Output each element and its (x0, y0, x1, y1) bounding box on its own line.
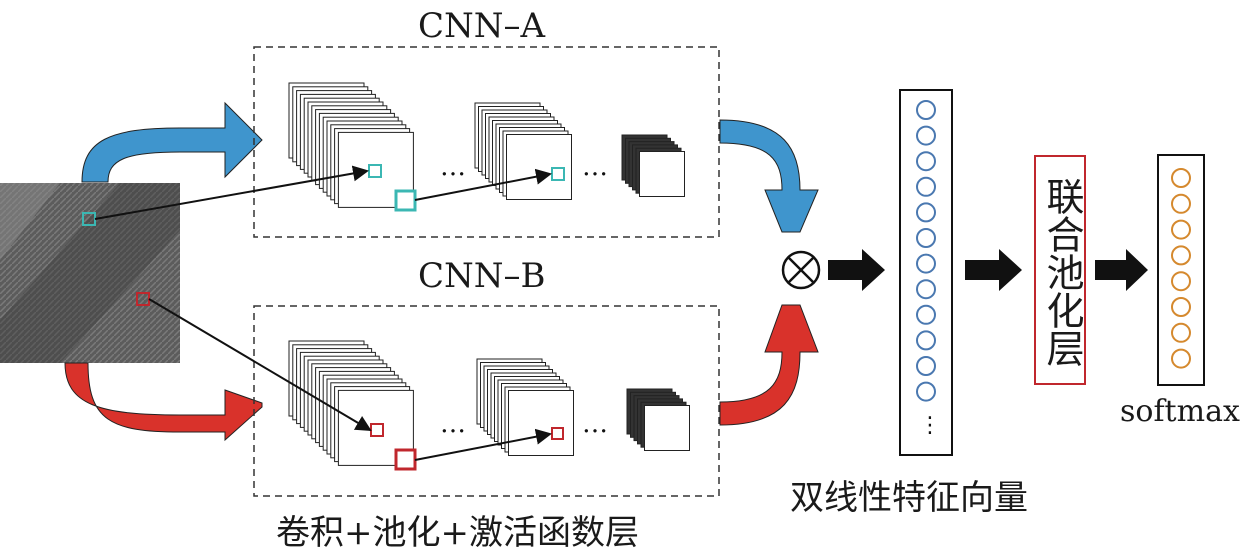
top-map2-marker (551, 167, 565, 181)
bilinear-vector-caption: 双线性特征向量 (790, 478, 1028, 518)
top-projection-arrow-2 (414, 168, 552, 201)
vector-element-2 (916, 125, 936, 146)
bottom-output-arrow (719, 304, 819, 426)
vector-element-10 (916, 330, 936, 351)
top-ellipsis-2: … (582, 152, 608, 182)
vector-ellipsis: ⋮ (919, 413, 941, 438)
vector-element-7 (916, 253, 936, 274)
top-map1-window (394, 189, 417, 212)
top-ellipsis-1: … (440, 152, 466, 182)
vector-element-8 (916, 279, 936, 300)
arrow-to-pooling (965, 249, 1022, 291)
cnn-b-box (253, 305, 720, 497)
arrow-to-softmax (1095, 249, 1148, 291)
layers-caption: 卷积+池化+激活函数层 (276, 513, 639, 553)
cnn-a-stack-1 (288, 82, 414, 208)
cnn-b-stack-3 (626, 388, 690, 451)
cnn-b-stack-2 (476, 358, 574, 456)
softmax-element-1 (1171, 168, 1191, 188)
softmax-caption: softmax (1120, 394, 1240, 429)
top-input-arrow (81, 101, 263, 183)
vector-element-11 (916, 356, 936, 376)
vector-element-1 (916, 100, 936, 120)
softmax-element-7 (1171, 322, 1191, 343)
bottom-ellipsis-2: … (582, 409, 608, 439)
cnn-b-stack-1 (288, 340, 414, 466)
vector-element-5 (916, 202, 936, 223)
bottom-ellipsis-1: … (440, 409, 466, 439)
top-map1-marker (368, 164, 382, 178)
top-projection-arrow-1 (94, 165, 369, 220)
cnn-a-stack-3 (621, 134, 685, 197)
outer-product-symbol (781, 250, 821, 290)
softmax-element-2 (1171, 193, 1191, 214)
softmax-element-4 (1171, 245, 1191, 266)
vector-element-6 (916, 228, 936, 248)
cnn-a-box (253, 46, 720, 238)
arrow-to-vector (828, 249, 885, 291)
vector-element-12 (916, 381, 936, 402)
cnn-a-stack-2 (474, 102, 572, 200)
softmax-element-8 (1171, 348, 1191, 369)
joint-pooling-layer: 联合池化层 (1034, 155, 1086, 385)
joint-pooling-label: 联合池化层 (1040, 177, 1084, 367)
softmax-element-5 (1171, 271, 1191, 292)
vector-element-3 (916, 151, 936, 172)
softmax-elements (1171, 168, 1191, 369)
softmax-element-3 (1171, 219, 1191, 240)
bottom-projection-arrow-2 (414, 428, 552, 461)
bottom-projection-arrow-1 (148, 298, 372, 432)
bottom-map1-marker (370, 423, 384, 437)
vector-element-4 (916, 176, 936, 197)
top-output-arrow (719, 119, 819, 233)
bottom-input-arrow (64, 362, 263, 442)
bottom-map2-marker (551, 427, 564, 440)
softmax-box (1157, 154, 1205, 386)
cnn-b-title: CNN–B (418, 256, 546, 296)
vector-element-9 (916, 304, 936, 325)
input-image (0, 183, 180, 363)
cnn-a-title: CNN–A (418, 6, 546, 46)
bilinear-vector-elements (916, 100, 936, 402)
softmax-element-6 (1171, 297, 1191, 317)
bottom-map1-window (394, 448, 417, 471)
